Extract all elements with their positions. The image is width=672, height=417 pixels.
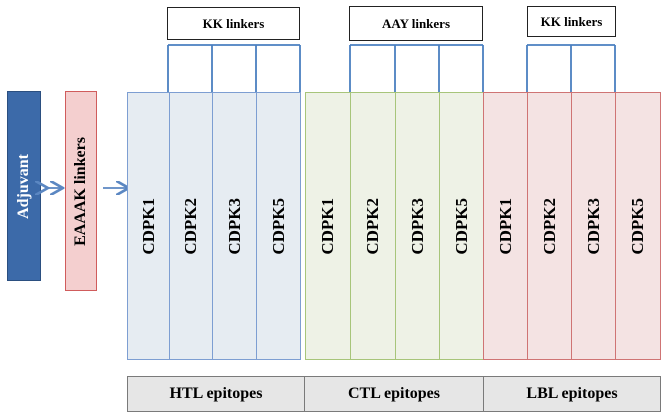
htl-linker-label: KK linkers	[167, 7, 300, 40]
lbl-cell-4: CDPK5	[615, 92, 661, 360]
ctl-cell-4-label: CDPK5	[451, 197, 471, 255]
lbl-cell-2: CDPK2	[527, 92, 572, 360]
ctl-cell-3-label: CDPK3	[407, 197, 427, 255]
htl-linker-bracket	[167, 44, 301, 92]
ctl-cell-3: CDPK3	[395, 92, 440, 360]
ctl-epitopes-text: CTL epitopes	[347, 385, 440, 402]
lbl-epitopes-label: LBL epitopes	[483, 376, 661, 412]
lbl-cell-1: CDPK1	[483, 92, 528, 360]
htl-cell-1-label: CDPK1	[138, 197, 158, 255]
htl-cell-3: CDPK3	[212, 92, 257, 360]
ctl-cell-2-label: CDPK2	[363, 197, 382, 255]
htl-cell-4: CDPK5	[256, 92, 301, 360]
htl-epitopes-label: HTL epitopes	[127, 376, 305, 412]
htl-cell-4-label: CDPK5	[268, 197, 288, 255]
ctl-epitopes-label: CTL epitopes	[304, 376, 484, 412]
lbl-cell-3: CDPK3	[571, 92, 616, 360]
ctl-cell-2: CDPK2	[350, 92, 396, 360]
ctl-linker-text: AAY linkers	[381, 15, 451, 31]
ctl-cell-1-label: CDPK1	[318, 197, 337, 255]
ctl-linker-label: AAY linkers	[349, 6, 483, 41]
ctl-cell-1: CDPK1	[305, 92, 351, 360]
htl-cell-1: CDPK1	[127, 92, 170, 360]
htl-cell-2: CDPK2	[169, 92, 213, 360]
lbl-linker-text: KK linkers	[540, 13, 603, 29]
lbl-cell-3-label: CDPK3	[583, 197, 603, 255]
htl-cell-2-label: CDPK2	[181, 197, 200, 255]
lbl-epitopes-text: LBL epitopes	[526, 385, 618, 402]
htl-epitopes-text: HTL epitopes	[169, 385, 263, 402]
lbl-cell-4-label: CDPK5	[628, 197, 647, 255]
lbl-linker-label: KK linkers	[527, 6, 616, 37]
eaaak-linkers-block: EAAAK linkers	[65, 91, 97, 291]
ctl-linker-bracket	[349, 44, 484, 92]
htl-cell-3-label: CDPK3	[224, 197, 244, 255]
lbl-cell-1-label: CDPK1	[495, 197, 515, 255]
lbl-linker-bracket	[526, 44, 616, 92]
lbl-cell-2-label: CDPK2	[539, 197, 559, 255]
htl-linker-text: KK linkers	[202, 15, 265, 31]
ctl-cell-4: CDPK5	[439, 92, 484, 360]
